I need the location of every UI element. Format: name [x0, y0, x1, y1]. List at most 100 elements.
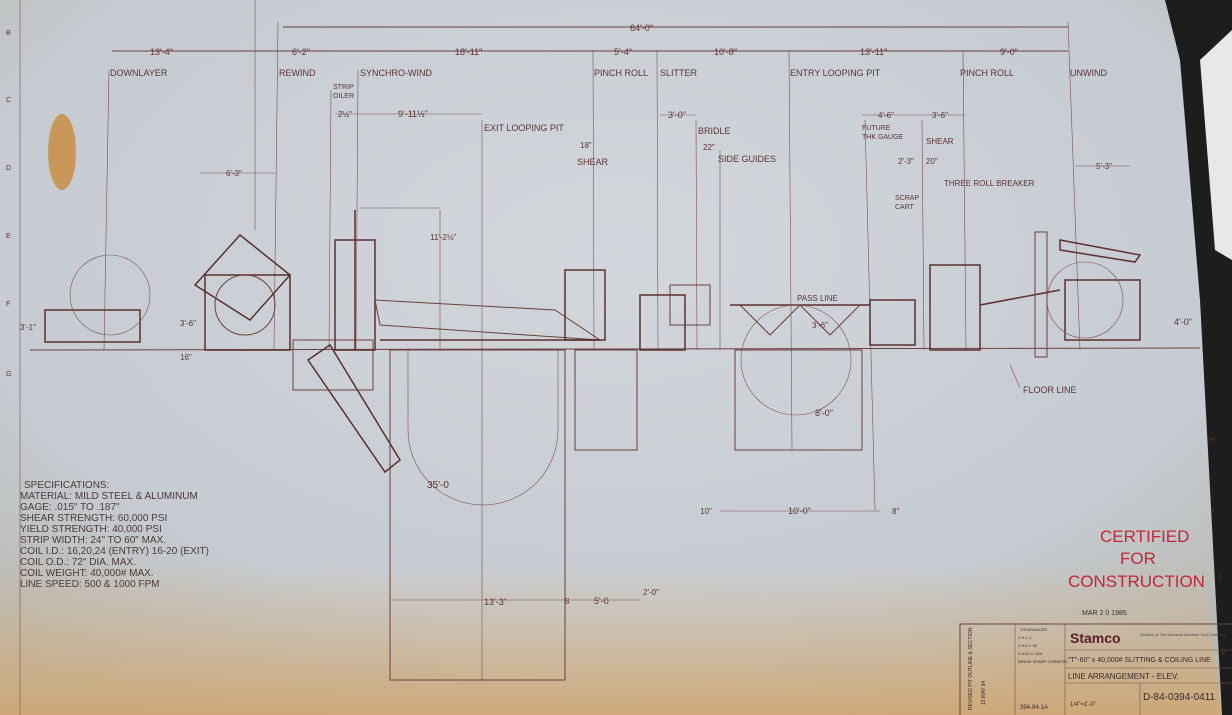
centerline-labels: DOWNLAYER REWIND SYNCHRO-WIND PINCH ROLL…: [110, 68, 1107, 211]
label-future-gauge: FUTURE: [862, 125, 891, 132]
dim-label: 20": [926, 157, 938, 166]
spec-line: COIL I.D.: 16,20,24 (ENTRY) 16-20 (EXIT): [20, 546, 209, 557]
job-number: 394-84-1A: [1020, 705, 1048, 711]
machinery: [29, 210, 1201, 474]
dim-label: 5'-4": [614, 47, 632, 57]
spec-line: COIL WEIGHT: 40,000# MAX.: [20, 568, 154, 579]
dim-label: 13'-11": [860, 47, 887, 57]
stamp-text: CERTIFIED: [1100, 527, 1189, 546]
label-strip-oiler: STRIP: [333, 84, 354, 91]
label-scrap-cart: SCRAP: [895, 195, 919, 202]
dim-label: 16": [180, 353, 192, 362]
dim-label: 8": [892, 507, 899, 516]
spec-line: STRIP WIDTH: 24" TO 60" MAX.: [20, 535, 166, 546]
grid-letter: H: [1210, 437, 1215, 444]
project-title: "T"-60" x 40,000# SLITTING & COILING LIN…: [1068, 657, 1211, 664]
grid-letter: J: [1218, 575, 1222, 582]
dim-label: 8: [565, 597, 570, 606]
overall-dimension: 64'-0": [630, 23, 653, 33]
spec-line: COIL O.D.: 72" DIA. MAX.: [20, 557, 136, 568]
dim-label: 8'-0": [815, 408, 833, 418]
stamp-text: FOR: [1120, 549, 1156, 568]
dim-label: 13'-3": [484, 597, 507, 607]
title-block: Stamco Division of The Monarch Machine T…: [959, 623, 1232, 715]
grid-letter: K: [1222, 650, 1227, 657]
dim-label: 3'-6": [932, 111, 948, 120]
dim-label: 11'-2½": [430, 233, 457, 242]
label-three-roll-breaker: THREE ROLL BREAKER: [944, 179, 1035, 188]
label-scrap-cart: CART: [895, 204, 915, 211]
spec-line: MATERIAL: MILD STEEL & ALUMINUM: [20, 491, 198, 502]
company-sub: Division of The Monarch Machine Tool Com…: [1140, 632, 1226, 637]
stamp-date: MAR 2 0 1985: [1082, 610, 1127, 617]
pass-line-label: PASS LINE: [797, 294, 838, 303]
drawing-title: LINE ARRANGEMENT - ELEV.: [1068, 672, 1179, 681]
label-bridle: BRIDLE: [698, 126, 731, 136]
grid-letters: B C D E F G H I J K: [6, 30, 1227, 657]
grid-letter: G: [6, 371, 11, 378]
break-corners: BREAK SHARP CORNERS: [1018, 659, 1068, 664]
drawing-number: D-84-0394-0411: [1143, 692, 1216, 703]
dim-label: 18'-11": [455, 47, 482, 57]
dim-label: 9'-0": [1000, 47, 1018, 57]
label-shear: SHEAR: [926, 137, 954, 146]
dim-label: 35'-0: [427, 480, 449, 491]
label-slitter: SLITTER: [660, 68, 698, 78]
dim-label: 13'-4": [150, 47, 173, 57]
dim-label: 4'-6": [878, 111, 894, 120]
tolerance: X.XXX ± .004: [1018, 651, 1043, 656]
dim-label: 5'-0: [594, 596, 609, 606]
dim-label: 10": [700, 507, 712, 516]
specifications: SPECIFICATIONS: MATERIAL: MILD STEEL & A…: [20, 480, 209, 590]
scale: 1/4"=1'-0": [1070, 702, 1096, 708]
company-logo: Stamco: [1070, 630, 1121, 646]
label-entry-looping-pit: ENTRY LOOPING PIT: [790, 68, 881, 78]
dim-label: 3'-6": [180, 319, 196, 328]
label-pinch-roll: PINCH ROLL: [960, 68, 1014, 78]
dimension-labels: 2½" 9'-11½" 3'-0" 18" 22" 4'-6" 3'-6" 2'…: [20, 109, 1192, 607]
grid-letter: I: [1212, 507, 1214, 514]
secondary-dimension-lines: [200, 113, 1130, 350]
label-shear: SHEAR: [577, 157, 609, 167]
dim-label: 18": [580, 141, 592, 150]
dim-label: 2'-0": [643, 588, 659, 597]
dim-label: 9'-11½": [398, 109, 428, 119]
top-dimensions: 13'-4" 6'-2" 18'-11" 5'-4" 10'-8" 13'-11…: [150, 47, 1018, 57]
dim-label: 2'-3": [898, 157, 914, 166]
label-pinch-roll: PINCH ROLL: [594, 68, 648, 78]
label-downlayer: DOWNLAYER: [110, 68, 168, 78]
revision-date: 15 MAY 84: [981, 681, 987, 705]
spec-line: SHEAR STRENGTH: 60,000 PSI: [20, 513, 167, 524]
centerlines: [103, 0, 1081, 680]
label-rewind: REWIND: [279, 68, 316, 78]
dim-label: 10'-8": [714, 47, 737, 57]
grid-letter: C: [6, 97, 11, 104]
spec-line: YIELD STRENGTH: 40,000 PSI: [20, 524, 162, 535]
label-unwind: UNWIND: [1070, 68, 1107, 78]
certified-stamp: CERTIFIED FOR CONSTRUCTION MAR 2 0 1985: [1068, 527, 1205, 617]
grid-letter: E: [6, 233, 11, 240]
dim-label: 3'-0": [668, 110, 686, 120]
floor-line-label: FLOOR LINE: [1023, 385, 1077, 395]
revision-note: REVISED PIT OUTLINE & SECTION: [968, 627, 974, 710]
top-dimension-lines: [112, 26, 1068, 52]
dim-label: 6'-3": [226, 169, 242, 178]
tolerances-title: TOLERANCES: [1020, 627, 1047, 632]
label-exit-looping-pit: EXIT LOOPING PIT: [484, 123, 564, 133]
label-strip-oiler: OILER: [333, 93, 354, 100]
tolerance: X.XX ± .02: [1018, 643, 1038, 648]
label-future-gauge: THK GAUGE: [862, 134, 904, 141]
spec-line: LINE SPEED: 500 & 1000 FPM: [20, 579, 160, 590]
tolerance: X.X ± 1": [1018, 635, 1033, 640]
grid-letter: B: [6, 30, 11, 37]
dim-label: 3'-1": [20, 323, 36, 332]
dim-label: 6'-2": [292, 47, 310, 57]
pits: [389, 349, 880, 681]
dim-label: 5'-3": [1096, 162, 1112, 171]
spec-title: SPECIFICATIONS:: [24, 480, 109, 491]
label-synchro-wind: SYNCHRO-WIND: [360, 68, 432, 78]
stamp-text: CONSTRUCTION: [1068, 572, 1205, 591]
grid-letter: D: [6, 165, 11, 172]
